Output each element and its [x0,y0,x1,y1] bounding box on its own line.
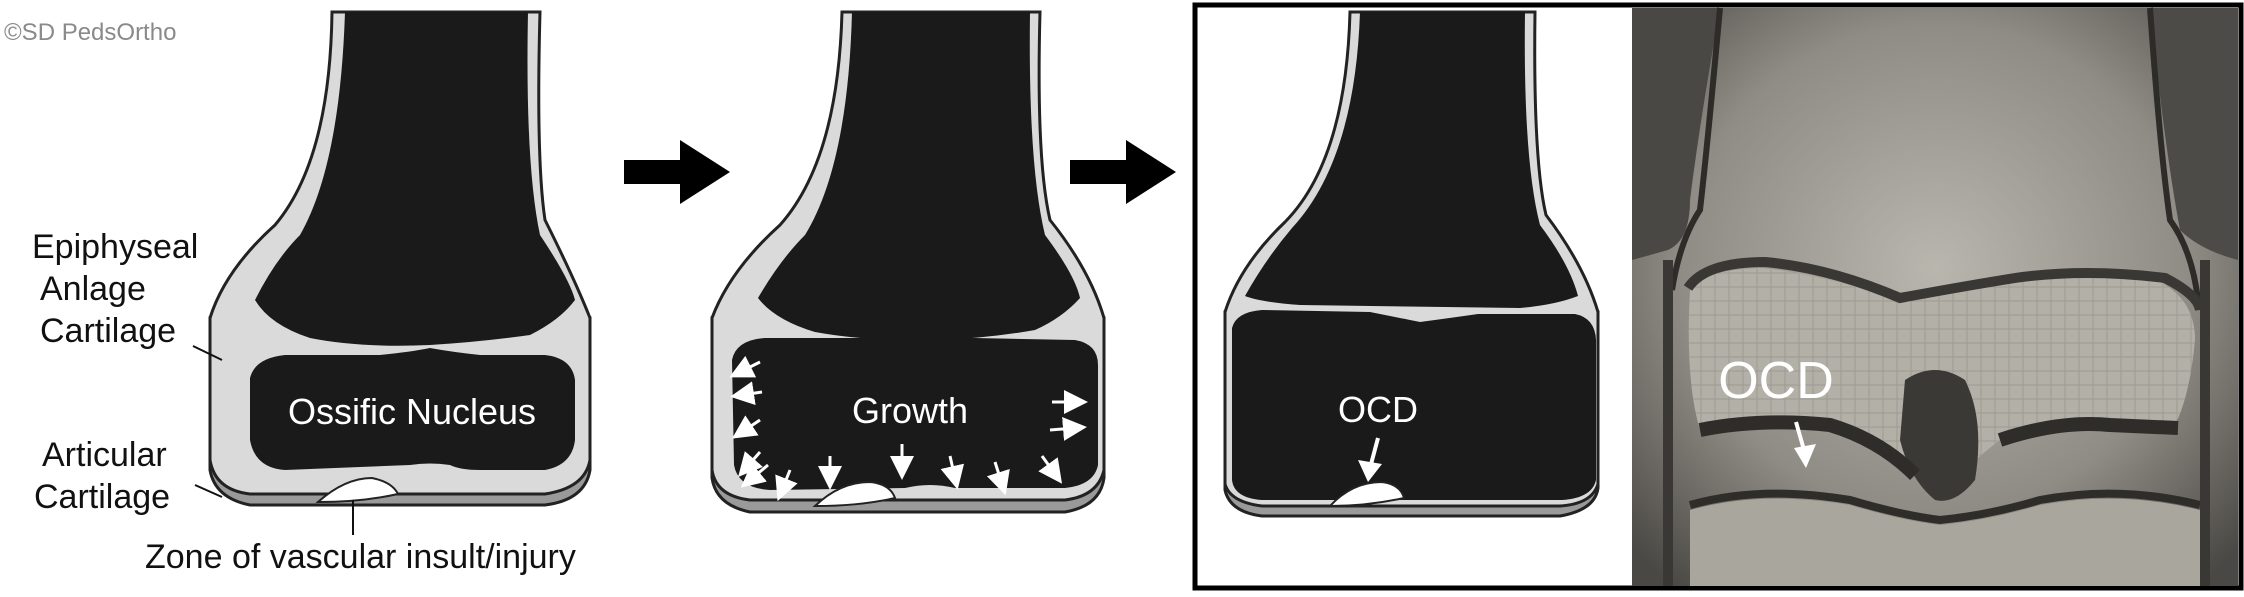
mri-image: OCD [1632,7,2238,586]
mri-right-soft-tissue [2150,8,2238,260]
growing-nucleus [732,334,1098,490]
mri-ocd-pointer-arrow [1794,421,1816,468]
panel-3-femur: OCD [1223,10,1600,518]
progress-arrow-2 [1070,140,1176,204]
panel-2-femur: Growth [710,10,1106,514]
articular-label-line1: Articular [42,436,167,474]
leader-epiphyseal [192,345,223,361]
ossific-nucleus [250,348,575,470]
epiphyseal-label-line2: Anlage [40,270,146,308]
zone-label: Zone of vascular insult/injury [145,538,576,576]
mri-tibia [1690,498,2200,586]
diaphysis-bone-2 [758,12,1080,341]
ocd-label-mri: OCD [1718,352,1834,410]
copyright-text: ©SD PedsOrtho [4,19,176,46]
ocd-pointer-arrow [1358,437,1382,482]
growth-arrows [729,355,1088,502]
ocd-lesion [1327,480,1406,508]
mri-left-soft-tissue [1632,8,1720,260]
leader-articular [194,484,223,498]
vascular-insult-zone-2 [812,480,897,508]
growth-label: Growth [852,390,968,431]
mri-physis [1683,256,2205,312]
vascular-insult-zone [315,476,400,504]
articular-label-line2: Cartilage [34,478,170,516]
panel-1-femur: Epiphyseal Anlage Cartilage Ossific Nucl… [32,10,592,576]
mri-intercondylar-notch [1900,370,1979,501]
progress-arrow-1 [624,140,730,204]
epiphyseal-label-line1: Epiphyseal [32,228,198,266]
mri-femur-outline [1669,7,2201,301]
epiphysis-bone-3 [1232,310,1596,500]
epiphyseal-label-line3: Cartilage [40,312,176,350]
ocd-label-diagram: OCD [1338,389,1418,430]
diaphysis-bone [255,12,575,346]
mri-articular-cartilage [1698,415,2179,480]
diaphysis-bone-3 [1245,12,1578,308]
mri-tibia-plateau [1688,489,2201,525]
ossific-nucleus-label: Ossific Nucleus [288,391,536,432]
